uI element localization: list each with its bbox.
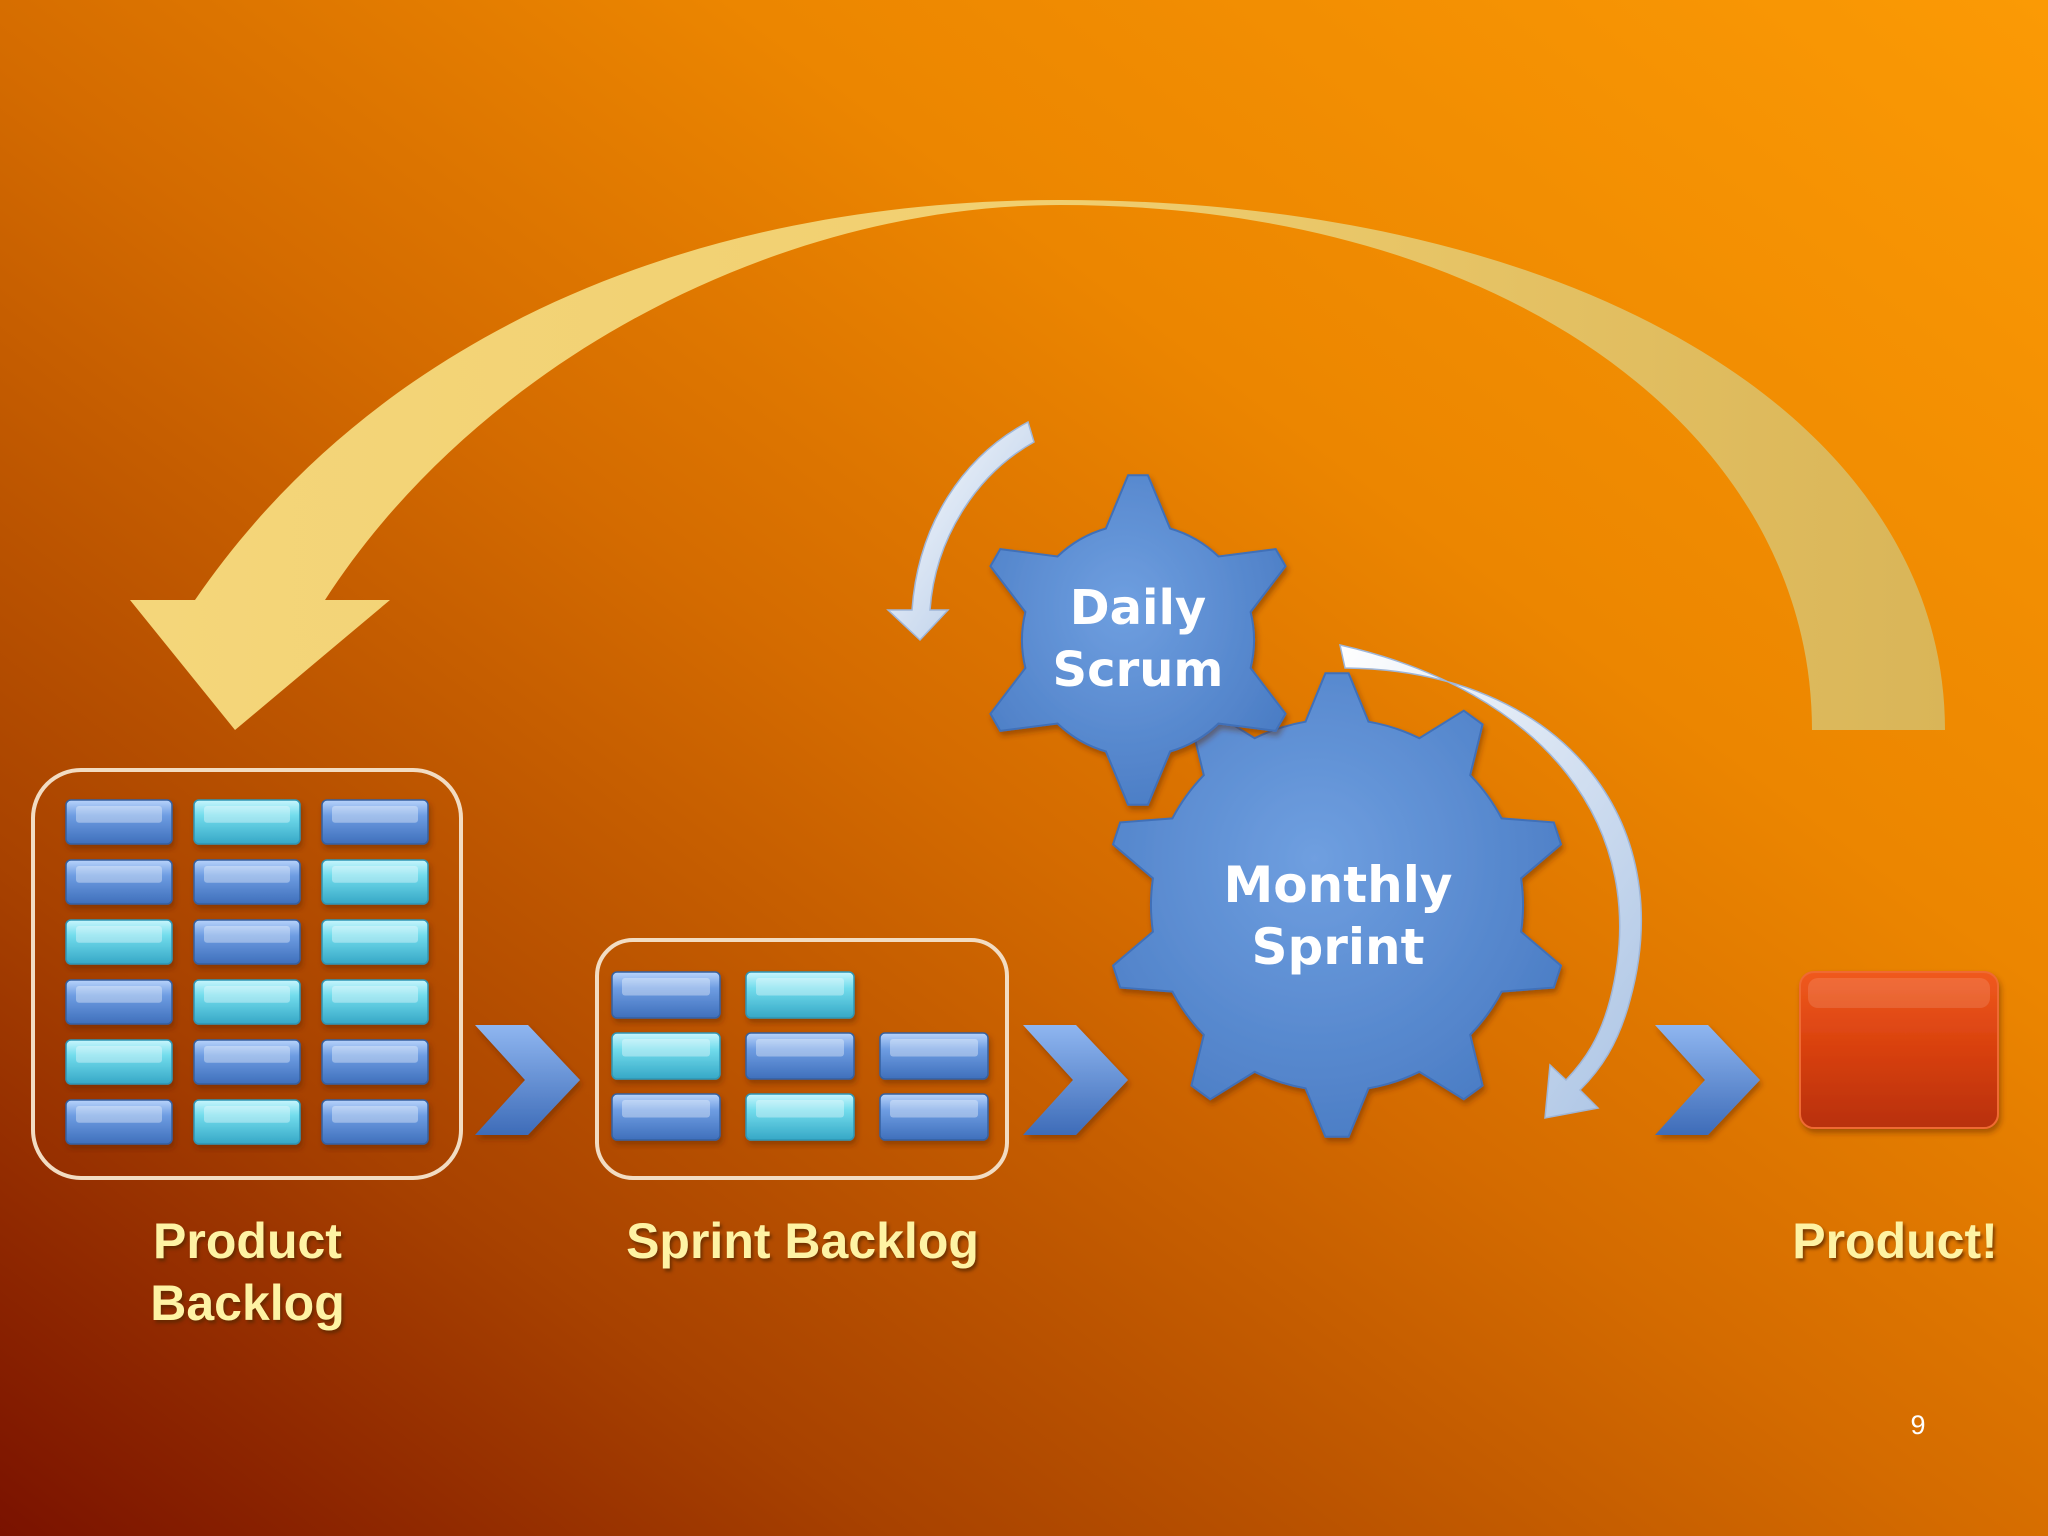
backlog-item: [193, 859, 301, 905]
feedback-arrow: [130, 200, 1945, 730]
daily-scrum-label: Daily: [1070, 580, 1206, 636]
monthly-sprint-label: Monthly: [1224, 856, 1453, 914]
backlog-item: [879, 1032, 989, 1080]
product-backlog-label: Backlog: [150, 1275, 345, 1331]
backlog-item: [65, 859, 173, 905]
backlog-item: [321, 859, 429, 905]
backlog-item: [321, 799, 429, 845]
backlog-item: [193, 799, 301, 845]
page-number: 9: [1910, 1410, 1926, 1440]
backlog-item: [611, 1093, 721, 1141]
backlog-item: [879, 1093, 989, 1141]
sprint-cycle-arrow-icon: [1339, 644, 1643, 1119]
daily-scrum-label: Scrum: [1053, 642, 1224, 698]
backlog-item: [65, 1099, 173, 1145]
backlog-item: [193, 979, 301, 1025]
monthly-sprint-label: Sprint: [1251, 918, 1424, 976]
sprint-backlog-label: Sprint Backlog: [626, 1213, 979, 1269]
product-backlog-container: [31, 768, 463, 1180]
backlog-item: [65, 979, 173, 1025]
backlog-item: [745, 1032, 855, 1080]
daily-scrum-gear-icon: [989, 474, 1287, 806]
monthly-sprint-gear-icon: [1111, 672, 1563, 1138]
backlog-item: [65, 1039, 173, 1085]
backlog-item: [611, 1032, 721, 1080]
daily-cycle-arrow-icon: [886, 420, 1035, 642]
backlog-item: [745, 971, 855, 1019]
product-label: Product!: [1792, 1213, 1998, 1269]
sprint-backlog-container: [595, 938, 1009, 1180]
backlog-item: [193, 919, 301, 965]
backlog-item: [193, 1039, 301, 1085]
backlog-item: [321, 919, 429, 965]
product-backlog-label: Product: [153, 1213, 342, 1269]
backlog-item: [321, 1039, 429, 1085]
chevron-icon: [475, 1025, 580, 1135]
backlog-item: [193, 1099, 301, 1145]
backlog-item: [321, 979, 429, 1025]
backlog-item: [745, 1093, 855, 1141]
backlog-item: [321, 1099, 429, 1145]
sprint-backlog-items: [611, 971, 989, 1141]
chevron-icon: [1023, 1025, 1128, 1135]
backlog-item: [65, 799, 173, 845]
product-backlog-items: [65, 799, 429, 1145]
backlog-item: [65, 919, 173, 965]
backlog-item: [611, 971, 721, 1019]
product-box: [1799, 971, 1999, 1129]
chevron-icon: [1655, 1025, 1760, 1135]
